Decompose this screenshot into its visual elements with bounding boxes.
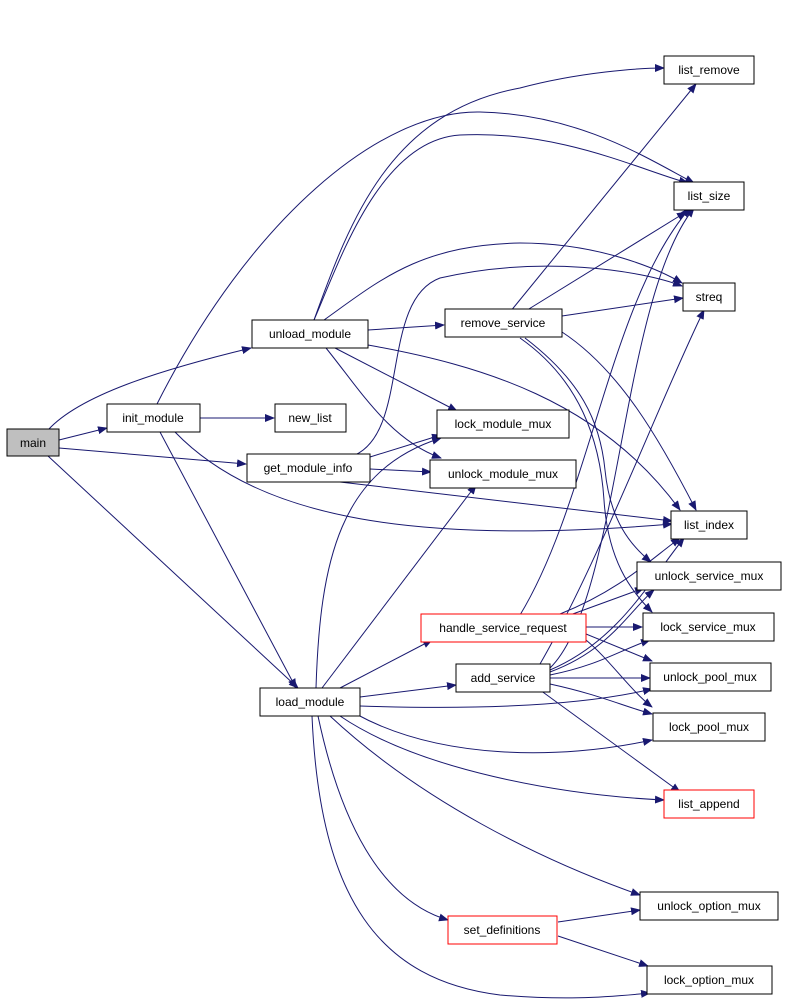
node-add-service-label: add_service [471, 671, 536, 685]
edge-remove-service-unlock-service-mux [524, 337, 652, 563]
node-new-list-label: new_list [288, 411, 332, 425]
node-unlock-option-mux-label: unlock_option_mux [657, 899, 760, 913]
edge-unload-module-list-remove [313, 64, 665, 321]
node-handle-service-request[interactable]: handle_service_request [420, 613, 587, 643]
edge-get-module-info-lock-module-mux [369, 433, 442, 458]
edge-remove-service-list-remove [509, 83, 697, 313]
node-unload-module-label: unload_module [269, 327, 351, 341]
edge-add-service-list-index [549, 537, 685, 671]
edge-unload-module-list-index [367, 344, 681, 511]
node-unlock-option-mux[interactable]: unlock_option_mux [639, 891, 779, 921]
edge-unload-module-list-size [313, 134, 689, 321]
node-handle-service-request-label: handle_service_request [439, 621, 567, 635]
node-lock-module-mux-label: lock_module_mux [455, 417, 552, 431]
node-get-module-info[interactable]: get_module_info [246, 453, 371, 483]
node-remove-service[interactable]: remove_service [444, 308, 563, 338]
node-lock-service-mux-label: lock_service_mux [660, 620, 755, 634]
edge-main-load-module [47, 455, 299, 689]
node-load-module-label: load_module [276, 695, 345, 709]
edge-main-unload-module [47, 346, 252, 431]
node-init-module-label: init_module [122, 411, 184, 425]
node-unlock-service-mux-label: unlock_service_mux [655, 569, 764, 583]
node-lock-module-mux[interactable]: lock_module_mux [436, 409, 570, 439]
node-init-module[interactable]: init_module [106, 403, 201, 433]
edge-set-definitions-unlock-option-mux [557, 907, 641, 923]
edge-load-module-set-definitions [317, 715, 449, 922]
node-list-size-label: list_size [688, 189, 731, 203]
edge-remove-service-list-index [561, 331, 697, 511]
node-list-index[interactable]: list_index [670, 510, 748, 540]
edge-load-module-unlock-pool-mux [359, 687, 653, 708]
node-unlock-service-mux[interactable]: unlock_service_mux [636, 561, 782, 591]
node-list-append[interactable]: list_append [663, 789, 755, 819]
node-get-module-info-label: get_module_info [264, 461, 353, 475]
node-streq-label: streq [696, 290, 723, 304]
edge-set-definitions-lock-option-mux [557, 935, 649, 967]
node-list-size[interactable]: list_size [673, 181, 745, 211]
edge-main-init-module [58, 426, 108, 441]
edge-add-service-unlock-service-mux [549, 589, 655, 673]
node-main-label: main [20, 436, 46, 450]
edge-get-module-info-list-index [339, 481, 673, 524]
edge-remove-service-list-size [523, 211, 687, 313]
edge-init-module-list-size [156, 111, 695, 405]
edge-handle-service-request-list-index [559, 537, 681, 615]
edge-get-module-info-unlock-module-mux [369, 467, 432, 476]
node-streq[interactable]: streq [682, 282, 736, 312]
node-list-remove[interactable]: list_remove [663, 55, 755, 85]
edge-add-service-lock-pool-mux [549, 683, 653, 716]
node-lock-option-mux[interactable]: lock_option_mux [646, 965, 773, 995]
node-lock-pool-mux[interactable]: lock_pool_mux [652, 712, 766, 742]
edge-load-module-list-append [339, 715, 665, 804]
edge-unload-module-unlock-module-mux [325, 347, 442, 459]
node-lock-service-mux[interactable]: lock_service_mux [642, 612, 775, 642]
edges [47, 64, 705, 999]
edge-add-service-lock-service-mux [549, 639, 651, 676]
edge-add-service-list-size [549, 207, 695, 669]
node-list-remove-label: list_remove [678, 63, 740, 77]
node-unload-module[interactable]: unload_module [251, 319, 369, 349]
node-set-definitions-label: set_definitions [464, 923, 541, 937]
node-unlock-pool-mux[interactable]: unlock_pool_mux [649, 662, 772, 692]
edge-remove-service-streq [561, 295, 684, 317]
node-unlock-pool-mux-label: unlock_pool_mux [663, 670, 756, 684]
node-set-definitions[interactable]: set_definitions [447, 915, 558, 945]
node-unlock-module-mux-label: unlock_module_mux [448, 467, 558, 481]
edge-handle-service-request-unlock-pool-mux [585, 633, 653, 662]
node-list-index-label: list_index [684, 518, 734, 532]
edge-load-module-lock-pool-mux [355, 713, 653, 754]
edge-handle-service-request-list-size [519, 207, 691, 616]
edge-load-module-add-service [359, 682, 457, 698]
edge-unload-module-lock-module-mux [334, 347, 458, 412]
edge-load-module-lock-module-mux [315, 436, 442, 689]
node-add-service[interactable]: add_service [455, 663, 551, 693]
node-load-module[interactable]: load_module [259, 687, 361, 717]
node-new-list[interactable]: new_list [274, 403, 347, 433]
edge-load-module-handle-service-request [339, 639, 433, 689]
node-unlock-module-mux[interactable]: unlock_module_mux [429, 459, 577, 489]
edge-main-get-module-info [58, 447, 247, 468]
nodes: main init_module new_list unload_module … [6, 55, 782, 995]
node-lock-pool-mux-label: lock_pool_mux [669, 720, 749, 734]
node-list-append-label: list_append [678, 797, 739, 811]
edge-init-module-load-module [159, 431, 297, 689]
edge-handle-service-request-lock-pool-mux [585, 639, 653, 708]
edge-load-module-unlock-module-mux [321, 484, 477, 689]
edge-load-module-lock-option-mux [311, 715, 651, 999]
node-remove-service-label: remove_service [461, 316, 546, 330]
node-lock-option-mux-label: lock_option_mux [664, 973, 754, 987]
edge-unload-module-streq [323, 242, 683, 321]
edge-remove-service-lock-service-mux [519, 337, 653, 613]
edge-init-module-list-index [174, 431, 673, 532]
edge-unload-module-remove-service [367, 321, 445, 331]
edge-get-module-info-streq [354, 265, 683, 456]
edge-load-module-unlock-option-mux [329, 715, 641, 896]
edge-add-service-list-append [539, 689, 681, 793]
node-main[interactable]: main [6, 428, 60, 457]
